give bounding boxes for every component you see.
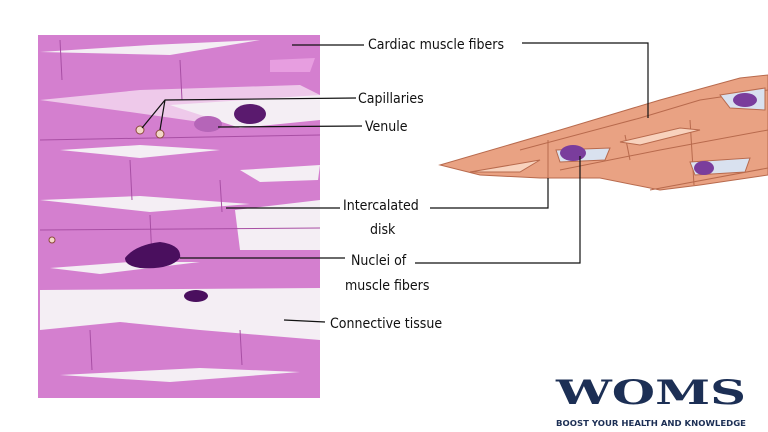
logo-tagline: BOOST YOUR HEALTH AND KNOWLEDGE bbox=[556, 419, 746, 428]
nucleus bbox=[125, 242, 181, 269]
cardiac-fiber-illustration bbox=[438, 74, 768, 191]
leader-lines bbox=[141, 42, 649, 323]
nucleus bbox=[184, 290, 208, 302]
histology-section bbox=[38, 35, 321, 398]
nucleus bbox=[234, 104, 266, 124]
label-venule: Venule bbox=[365, 119, 408, 135]
capillary bbox=[155, 129, 165, 139]
nucleus bbox=[694, 161, 714, 175]
woms-logo: WOMS BOOST YOUR HEALTH AND KNOWLEDGE bbox=[555, 373, 746, 428]
label-disk: disk bbox=[370, 222, 396, 238]
label-connective-tissue: Connective tissue bbox=[330, 316, 442, 332]
nucleus bbox=[733, 93, 757, 107]
label-capillaries: Capillaries bbox=[358, 91, 424, 107]
label-muscle-fibers: muscle fibers bbox=[345, 278, 429, 294]
venule-shape bbox=[194, 116, 222, 132]
label-cardiac-muscle-fibers: Cardiac muscle fibers bbox=[368, 37, 504, 53]
label-nuclei-of: Nuclei of bbox=[351, 253, 407, 269]
nucleus bbox=[560, 145, 586, 161]
logo-wordmark: WOMS bbox=[555, 373, 746, 413]
label-intercalated: Intercalated bbox=[343, 198, 419, 214]
